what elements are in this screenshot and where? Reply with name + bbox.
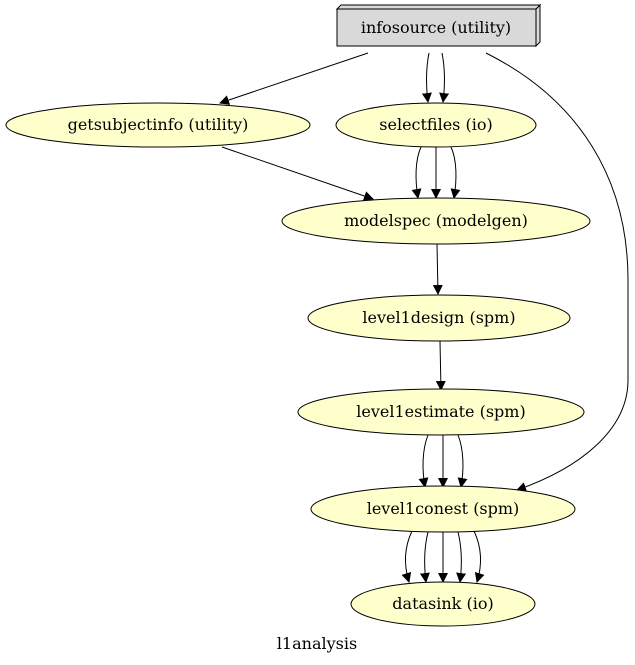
node-datasink: datasink (io) xyxy=(350,581,536,627)
edge-level1conest-datasink-5 xyxy=(473,530,485,583)
node-level1estimate: level1estimate (spm) xyxy=(297,388,585,436)
box-front xyxy=(336,8,537,47)
edge-infosource-selectfiles-1 xyxy=(421,52,432,103)
edge-selectfiles-modelspec-3 xyxy=(450,146,461,199)
node-label-getsubjectinfo: getsubjectinfo (utility) xyxy=(68,115,249,134)
node-label-level1design: level1design (spm) xyxy=(362,308,515,327)
edges xyxy=(219,52,629,583)
edge-level1conest-datasink-1 xyxy=(401,530,413,583)
box-3d-top xyxy=(335,4,542,10)
edge-infosource-level1conest xyxy=(485,52,629,492)
edge-selectfiles-modelspec-1 xyxy=(411,146,422,199)
node-label-level1estimate: level1estimate (spm) xyxy=(356,402,525,421)
edge-level1design-level1estimate xyxy=(435,340,446,391)
node-ellipse xyxy=(5,102,311,148)
node-level1design: level1design (spm) xyxy=(307,294,571,342)
node-label-selectfiles: selectfiles (io) xyxy=(379,115,492,134)
node-getsubjectinfo: getsubjectinfo (utility) xyxy=(5,102,311,148)
node-label-datasink: datasink (io) xyxy=(392,594,493,613)
graph-title: l1analysis xyxy=(277,634,357,653)
node-selectfiles: selectfiles (io) xyxy=(335,102,537,148)
node-ellipse xyxy=(335,102,537,148)
node-ellipse xyxy=(350,581,536,627)
node-ellipse xyxy=(307,294,571,342)
node-label-level1conest: level1conest (spm) xyxy=(367,499,520,518)
edge-modelspec-level1design xyxy=(432,243,443,295)
node-ellipse xyxy=(281,197,591,245)
edge-level1estimate-level1conest-1 xyxy=(418,434,429,488)
node-ellipse xyxy=(310,485,576,533)
edge-level1conest-datasink-2 xyxy=(419,531,430,583)
node-level1conest: level1conest (spm) xyxy=(310,485,576,533)
edge-getsubjectinfo-modelspec xyxy=(221,146,374,201)
node-label-infosource: infosource (utility) xyxy=(361,18,511,37)
edge-infosource-selectfiles-2 xyxy=(439,52,450,103)
node-ellipse xyxy=(297,388,585,436)
node-modelspec: modelspec (modelgen) xyxy=(281,197,591,245)
node-infosource: infosource (utility) xyxy=(335,3,542,48)
edge-level1conest-datasink-4 xyxy=(456,531,467,583)
edge-infosource-getsubjectinfo xyxy=(219,52,369,105)
node-label-modelspec: modelspec (modelgen) xyxy=(344,211,528,230)
box-3d-side xyxy=(535,3,541,48)
edge-level1estimate-level1conest-3 xyxy=(457,434,468,488)
